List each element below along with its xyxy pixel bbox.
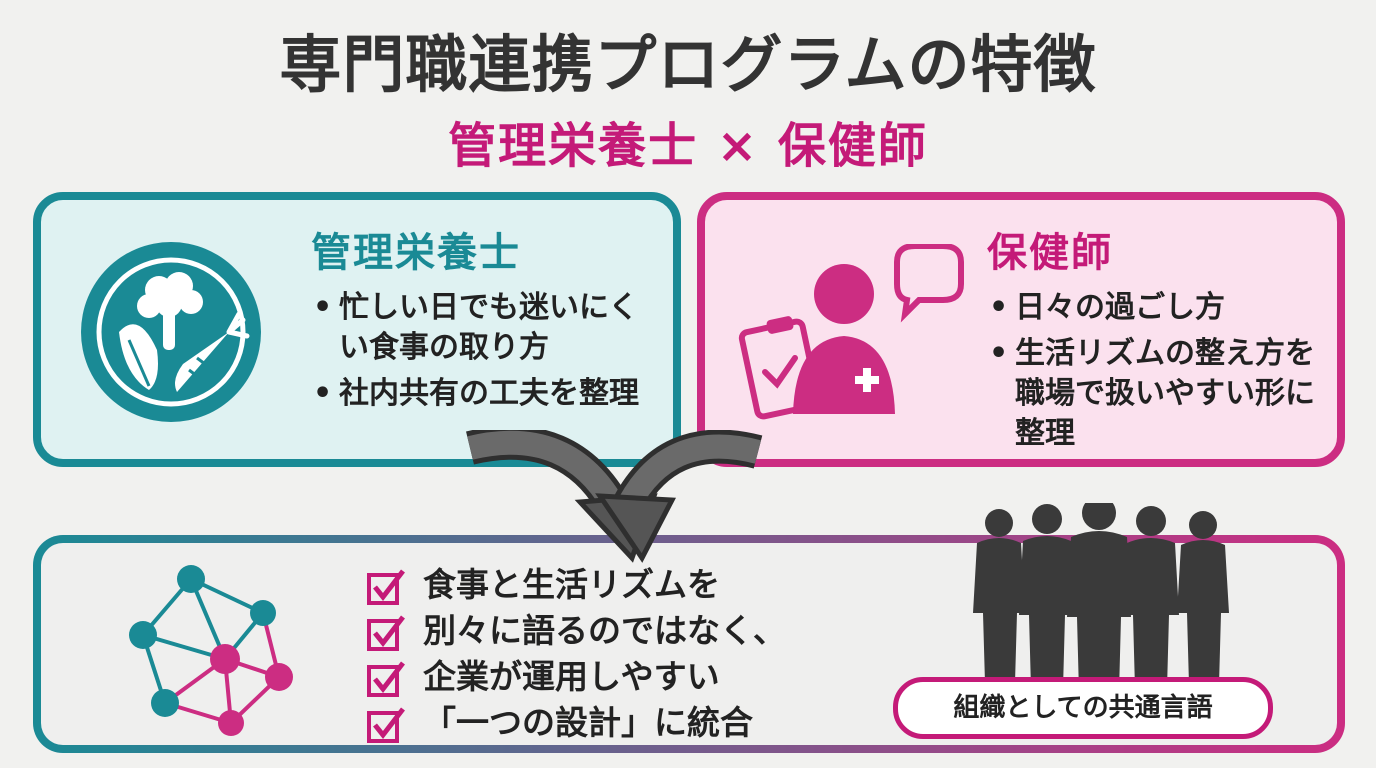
list-item: 日々の過ごし方 bbox=[985, 288, 1325, 328]
dietitian-card: 管理栄養士 忙しい日でも迷いにくい食事の取り方 社内共有の工夫を整理 bbox=[33, 192, 681, 467]
common-language-badge: 組織としての共通言語 bbox=[893, 677, 1273, 739]
checklist-text: 別々に語るのではなく、 bbox=[423, 611, 786, 650]
checkbox-checked-icon bbox=[367, 661, 405, 697]
checklist-text: 食事と生活リズムを bbox=[423, 565, 720, 604]
nurse-bullets: 日々の過ごし方 生活リズムの整え方を職場で扱いやすい形に整理 bbox=[985, 288, 1325, 460]
checklist-item: 別々に語るのではなく、 bbox=[367, 609, 786, 653]
integration-card: 食事と生活リズムを 別々に語るのではなく、 企業が運用しやすい 「一つの設計」に… bbox=[33, 503, 1345, 753]
integration-checklist: 食事と生活リズムを 別々に語るのではなく、 企業が運用しやすい 「一つの設計」に… bbox=[367, 563, 786, 747]
vegetables-icon bbox=[81, 242, 261, 422]
checkbox-checked-icon bbox=[367, 615, 405, 651]
dietitian-title: 管理栄養士 bbox=[311, 230, 521, 276]
checklist-item: 「一つの設計」に統合 bbox=[367, 701, 786, 745]
checklist-text: 「一つの設計」に統合 bbox=[423, 703, 753, 742]
merge-arrows bbox=[466, 430, 763, 563]
list-item: 社内共有の工夫を整理 bbox=[309, 374, 659, 414]
nurse-title: 保健師 bbox=[987, 230, 1113, 276]
team-silhouette-icon bbox=[973, 503, 1229, 693]
health-nurse-icon bbox=[738, 244, 964, 420]
nurse-card: 保健師 日々の過ごし方 生活リズムの整え方を職場で扱いやすい形に整理 bbox=[697, 192, 1345, 467]
page-subtitle: 管理栄養士 × 保健師 bbox=[448, 118, 928, 174]
list-item: 生活リズムの整え方を職場で扱いやすい形に整理 bbox=[985, 334, 1325, 454]
page-title: 専門職連携プログラムの特徴 bbox=[279, 28, 1097, 101]
right-arrow-head bbox=[595, 493, 676, 563]
checkbox-checked-icon bbox=[367, 707, 405, 743]
checkbox-checked-icon bbox=[367, 569, 405, 605]
checklist-item: 企業が運用しやすい bbox=[367, 655, 786, 699]
checklist-item: 食事と生活リズムを bbox=[367, 563, 786, 607]
dietitian-bullets: 忙しい日でも迷いにくい食事の取り方 社内共有の工夫を整理 bbox=[309, 288, 659, 420]
checklist-text: 企業が運用しやすい bbox=[423, 657, 720, 696]
list-item: 忙しい日でも迷いにくい食事の取り方 bbox=[309, 288, 659, 368]
network-icon bbox=[129, 565, 293, 736]
